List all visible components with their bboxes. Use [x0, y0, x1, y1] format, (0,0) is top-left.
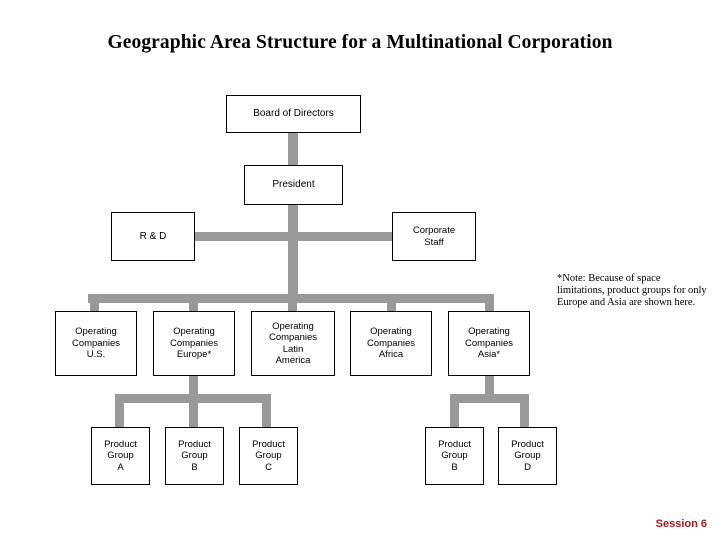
node-operating-companies-latin-america[interactable]: Operating Companies Latin America — [251, 311, 335, 376]
page-title: Geographic Area Structure for a Multinat… — [107, 32, 613, 53]
connector-staff-bar — [193, 232, 393, 241]
node-operating-companies-asia[interactable]: Operating Companies Asia* — [448, 311, 530, 376]
node-r-and-d[interactable]: R & D — [111, 212, 195, 261]
node-operating-companies-africa[interactable]: Operating Companies Africa — [350, 311, 432, 376]
connector-stem-product-group-c — [262, 394, 271, 428]
connector-stem-asia-down — [485, 375, 494, 395]
connector-stem-oc-africa — [387, 294, 396, 312]
node-product-group-c[interactable]: Product Group C — [239, 427, 298, 485]
connector-stem-product-group-d — [520, 394, 529, 428]
connector-president-trunk — [288, 204, 298, 302]
node-product-group-b-europe[interactable]: Product Group B — [165, 427, 224, 485]
node-product-group-b-asia[interactable]: Product Group B — [425, 427, 484, 485]
footnote-text: *Note: Because of space limitations, pro… — [557, 273, 707, 309]
session-label: Session 6 — [655, 518, 707, 530]
connector-asia-product-bus — [450, 394, 529, 403]
node-product-group-a[interactable]: Product Group A — [91, 427, 150, 485]
node-president[interactable]: President — [244, 165, 343, 205]
connector-stem-oc-asia — [485, 294, 494, 312]
connector-stem-product-group-a — [115, 394, 124, 428]
connector-stem-product-group-b-asia — [450, 394, 459, 428]
node-corporate-staff[interactable]: Corporate Staff — [392, 212, 476, 261]
connector-stem-product-group-b-europe — [189, 394, 198, 428]
connector-stem-europe-down — [189, 375, 198, 395]
node-board-of-directors[interactable]: Board of Directors — [226, 95, 361, 133]
node-operating-companies-us[interactable]: Operating Companies U.S. — [55, 311, 137, 376]
connector-stem-oc-europe — [189, 294, 198, 312]
connector-stem-oc-us — [90, 294, 99, 312]
node-operating-companies-europe[interactable]: Operating Companies Europe* — [153, 311, 235, 376]
connector-stem-oc-latin-america — [288, 294, 297, 312]
connector-board-to-president — [288, 132, 298, 166]
node-product-group-d[interactable]: Product Group D — [498, 427, 557, 485]
